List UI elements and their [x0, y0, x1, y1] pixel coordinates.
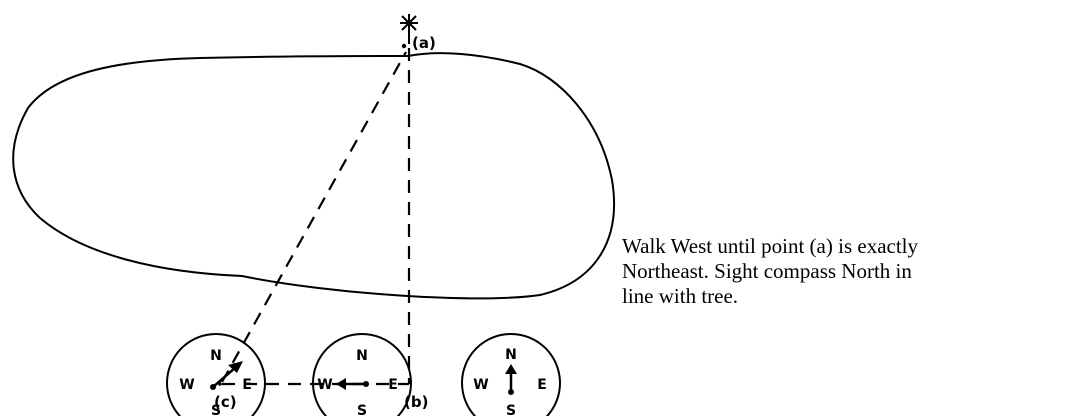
- compass-3-south: S: [506, 403, 516, 416]
- compass-1-needle-head: [228, 361, 243, 373]
- tree-icon: [400, 14, 418, 44]
- instruction-line-2: Northeast. Sight compass North in: [622, 259, 912, 283]
- compass-2-east: E: [388, 377, 398, 393]
- compass-1-west: W: [179, 377, 194, 393]
- point-b-label: (b): [404, 393, 428, 411]
- compass-west: N E S W: [312, 333, 412, 416]
- compass-3-north: N: [505, 347, 517, 363]
- compass-2-south: S: [357, 403, 367, 416]
- instruction-line-1: Walk West until point (a) is exactly: [622, 234, 918, 258]
- lake-outline: [12, 52, 616, 300]
- instruction-line-3: line with tree.: [622, 284, 739, 308]
- compass-1-needle: [212, 366, 237, 388]
- compass-north: N E S W: [461, 333, 561, 416]
- compass-northeast: N E S W: [166, 333, 266, 416]
- dashed-line-c-to-a: [221, 51, 407, 383]
- compass-2-north: N: [356, 348, 368, 364]
- compass-1-east: E: [242, 377, 252, 393]
- compass-1-south: S: [211, 403, 221, 416]
- point-c-label: (c): [214, 393, 237, 411]
- compass-2-west: W: [317, 377, 332, 393]
- compass-1-north: N: [210, 348, 222, 364]
- compass-3-west: W: [473, 377, 488, 393]
- compass-2-needle-head: [336, 378, 346, 390]
- compass-3-needle-head: [505, 364, 517, 374]
- compass-3-east: E: [537, 377, 547, 393]
- instruction-text: Walk West until point (a) is exactly Nor…: [622, 234, 1092, 309]
- point-a-label: (a): [412, 34, 436, 52]
- point-a-marker: [401, 43, 407, 49]
